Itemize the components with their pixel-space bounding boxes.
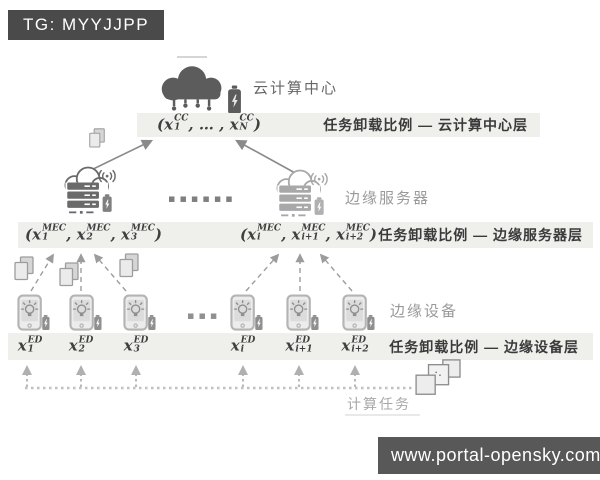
arrow-device-i-to-mec	[245, 253, 280, 292]
edge-server-label: 边缘服务器	[345, 190, 431, 207]
edge-device-label: 边缘设备	[390, 303, 459, 320]
battery-icon	[311, 314, 319, 330]
wifi-signal-icon	[310, 172, 328, 186]
computing-task-label: 计算任务	[347, 396, 411, 412]
cloud-icon	[161, 66, 222, 111]
smartphone-icon	[69, 294, 102, 331]
lightbulb-icon	[289, 300, 308, 314]
smartphone-icon	[230, 294, 263, 331]
lightbulb-icon	[126, 300, 145, 314]
arrow-device-i2-to-mec	[319, 253, 353, 292]
smartphone-icon	[17, 294, 50, 331]
documents-icon	[14, 256, 34, 281]
battery-icon	[42, 314, 50, 330]
battery-icon	[367, 314, 375, 330]
ed-offload-caption: 任务卸载比例 — 边缘设备层	[389, 338, 579, 355]
smartphone-icon	[342, 294, 375, 331]
documents-icon	[59, 262, 79, 287]
mec-offload-caption: 任务卸载比例 — 边缘服务器层	[378, 227, 583, 243]
documents-icon	[119, 253, 139, 278]
cloud-offload-caption: 任务卸载比例 — 云计算中心层	[323, 117, 528, 133]
battery-icon	[228, 85, 241, 114]
site-badge: www.portal-opensky.com	[378, 437, 600, 474]
cloud-center-label: 云计算中心	[253, 80, 339, 97]
battery-icon	[148, 314, 156, 330]
task-stack-icon	[415, 359, 461, 395]
lightbulb-icon	[72, 300, 91, 314]
tg-badge: TG: MYYJJPP	[8, 10, 165, 40]
edge-server-icon	[276, 169, 328, 217]
server-row-ellipsis: ▪▪▪▪▪▪	[168, 192, 237, 205]
lightbulb-icon	[233, 300, 252, 314]
lightbulb-icon	[20, 300, 39, 314]
smartphone-icon	[123, 294, 156, 331]
edge-server-icon	[64, 166, 116, 214]
lightbulb-icon	[345, 300, 364, 314]
device-row-ellipsis: ▪▪▪	[187, 309, 222, 322]
battery-icon	[94, 314, 102, 330]
battery-icon	[314, 197, 324, 215]
smartphone-icon	[286, 294, 319, 331]
documents-icon	[89, 128, 105, 148]
battery-icon	[102, 194, 112, 212]
battery-icon	[255, 314, 263, 330]
